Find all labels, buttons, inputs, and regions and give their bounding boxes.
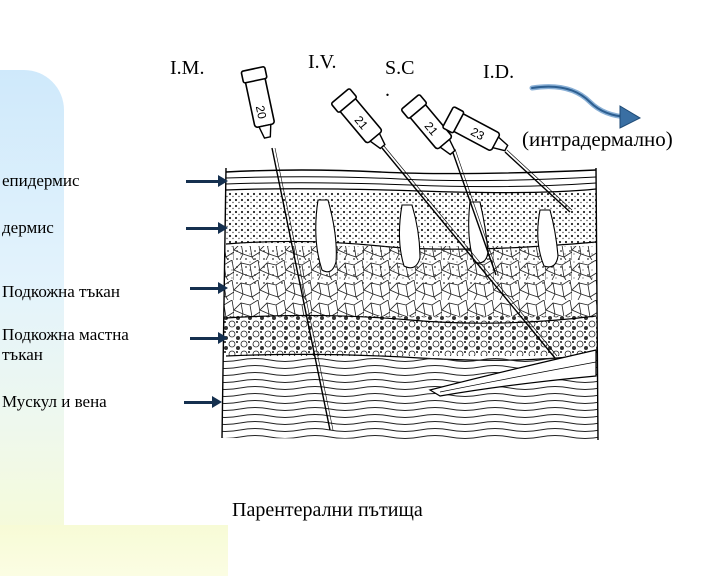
vein (428, 349, 597, 397)
arrow-dermis-icon (186, 222, 228, 234)
needle-id: 23 (442, 106, 573, 213)
route-note-id: (интрадермално) (522, 127, 673, 151)
layer-label-fat-line2: тъкан (2, 345, 43, 364)
background-decoration-bottom (0, 525, 228, 576)
needle-gauge-label-im: 20 (253, 104, 270, 120)
needle-sc: 21 (400, 94, 499, 276)
arrow-fat-icon (190, 332, 228, 344)
route-label-iv: I.V. (308, 51, 337, 73)
route-label-sc-dot: . (385, 79, 390, 101)
tissue-block (222, 168, 598, 440)
needle-im: 20 (240, 66, 334, 431)
layer-label-dermis: дермис (2, 218, 54, 237)
arrow-subcutaneous-icon (190, 282, 228, 294)
needle-iv: 21 (330, 88, 558, 359)
hair-follicles (315, 199, 559, 273)
route-label-id: I.D. (483, 61, 515, 83)
curved-arrow-icon (529, 84, 642, 129)
subcutaneous-fat-layer (222, 316, 598, 356)
diagram-caption: Парентерални пътища (232, 499, 423, 521)
layer-label-muscle-vein: Мускул и вена (2, 392, 107, 411)
layer-label-subcutaneous: Подкожна тъкан (2, 282, 120, 301)
route-label-im: I.M. (170, 57, 205, 79)
route-label-sc: S.C (385, 57, 415, 79)
background-decoration-stripe (0, 70, 64, 540)
layer-label-epidermis: епидермис (2, 171, 80, 190)
needle-gauge-label-id: 23 (468, 125, 487, 144)
arrow-muscle-icon (184, 396, 222, 408)
layer-label-fat-line1: Подкожна мастна (2, 325, 129, 344)
arrow-epidermis-icon (186, 175, 228, 187)
